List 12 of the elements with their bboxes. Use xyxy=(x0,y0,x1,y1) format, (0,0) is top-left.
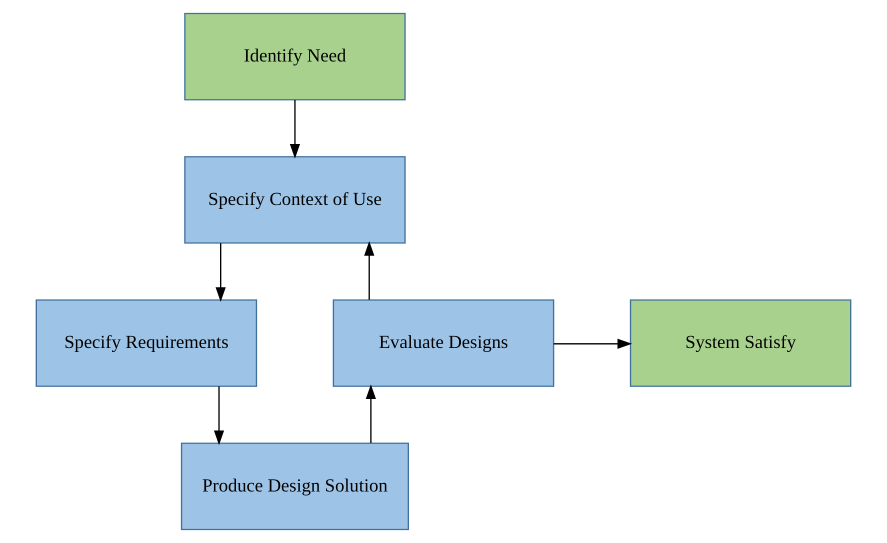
node-box: Specify Context of Use xyxy=(184,156,406,244)
node-box: Evaluate Designs xyxy=(332,299,554,387)
node-box: System Satisfy xyxy=(630,299,852,387)
node-box: Produce Design Solution xyxy=(180,442,410,530)
node-box: Identify Need xyxy=(184,12,406,100)
arrow xyxy=(290,100,300,159)
arrow xyxy=(214,386,224,446)
arrow xyxy=(364,241,374,300)
arrow xyxy=(216,243,226,302)
arrow xyxy=(554,338,632,349)
arrow xyxy=(366,384,376,443)
node-box: Specify Requirements xyxy=(36,299,258,387)
